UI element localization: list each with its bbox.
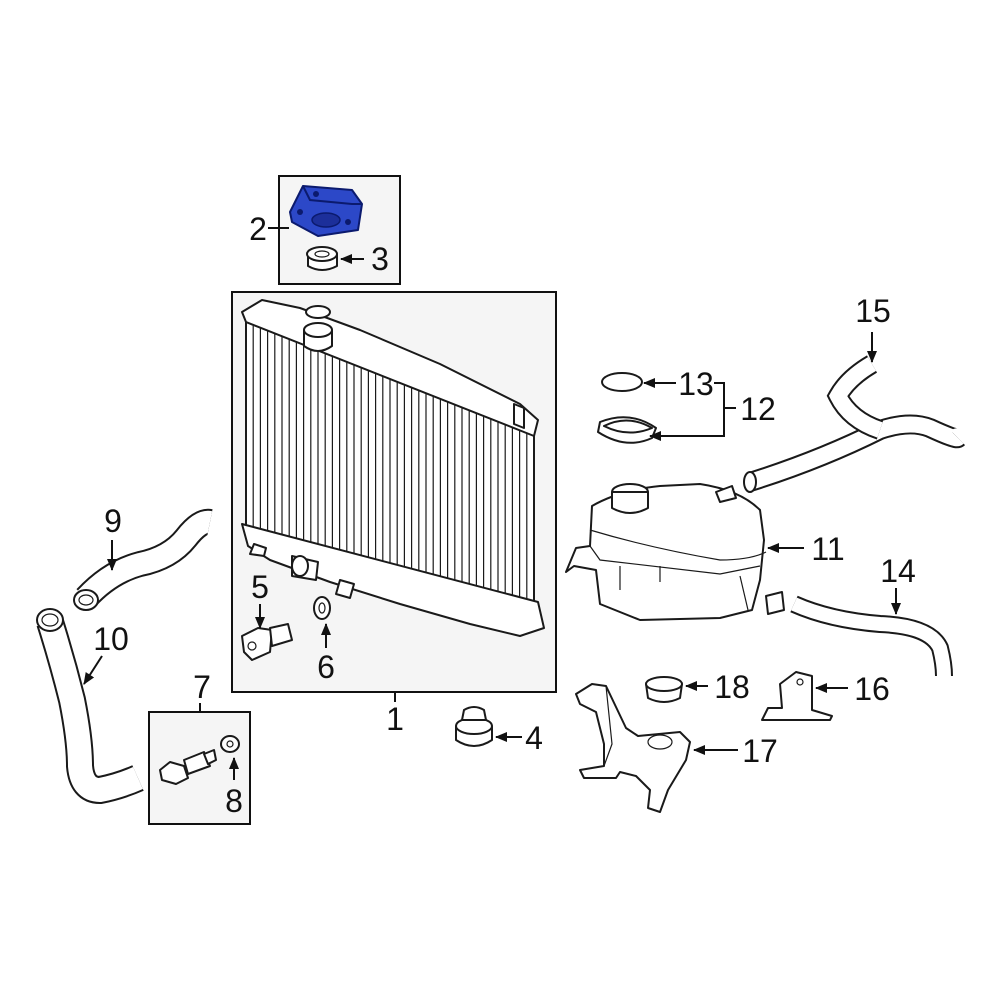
mount-cushion-part-4[interactable]: [455, 706, 493, 747]
grommet-part-3[interactable]: [306, 246, 338, 271]
reservoir-cap-part-12[interactable]: [597, 416, 657, 444]
callout-5: 5: [251, 569, 269, 605]
callout-17: 17: [742, 733, 778, 769]
callout-18: 18: [714, 669, 750, 705]
callout-4: 4: [525, 720, 543, 756]
callout-13: 13: [678, 366, 714, 402]
washer-part-8[interactable]: [220, 735, 240, 753]
callout-12: 12: [740, 391, 776, 427]
callout-7: 7: [193, 669, 211, 705]
washer-part-6[interactable]: [313, 596, 331, 620]
callout-10: 10: [93, 621, 129, 657]
overflow-hose-part-14[interactable]: [790, 595, 953, 677]
callout-11: 11: [811, 531, 844, 567]
lower-hose-part-10[interactable]: [36, 608, 144, 805]
callout-2: 2: [249, 211, 267, 247]
reservoir-hose-part-15[interactable]: [743, 355, 966, 493]
callout-16: 16: [854, 671, 890, 707]
callout-15: 15: [855, 293, 891, 329]
callout-3: 3: [371, 241, 389, 277]
cap-seal-part-13[interactable]: [601, 372, 643, 392]
clip-bracket-part-16[interactable]: [761, 671, 833, 721]
callout-6: 6: [317, 649, 335, 685]
coolant-reservoir-part-11[interactable]: [565, 483, 785, 621]
grommet-part-18[interactable]: [645, 676, 683, 703]
callout-9: 9: [104, 503, 122, 539]
callout-1: 1: [386, 701, 404, 737]
upper-hose-part-9[interactable]: [73, 508, 213, 611]
reservoir-bracket-part-17[interactable]: [575, 683, 691, 813]
callout-8: 8: [225, 783, 243, 819]
upper-bracket-part-2[interactable]: [289, 185, 363, 237]
radiator-part-1[interactable]: [241, 299, 545, 637]
callout-14: 14: [880, 553, 916, 589]
temperature-sensor-part-7[interactable]: [159, 749, 217, 785]
drain-plug-part-5[interactable]: [241, 623, 293, 661]
